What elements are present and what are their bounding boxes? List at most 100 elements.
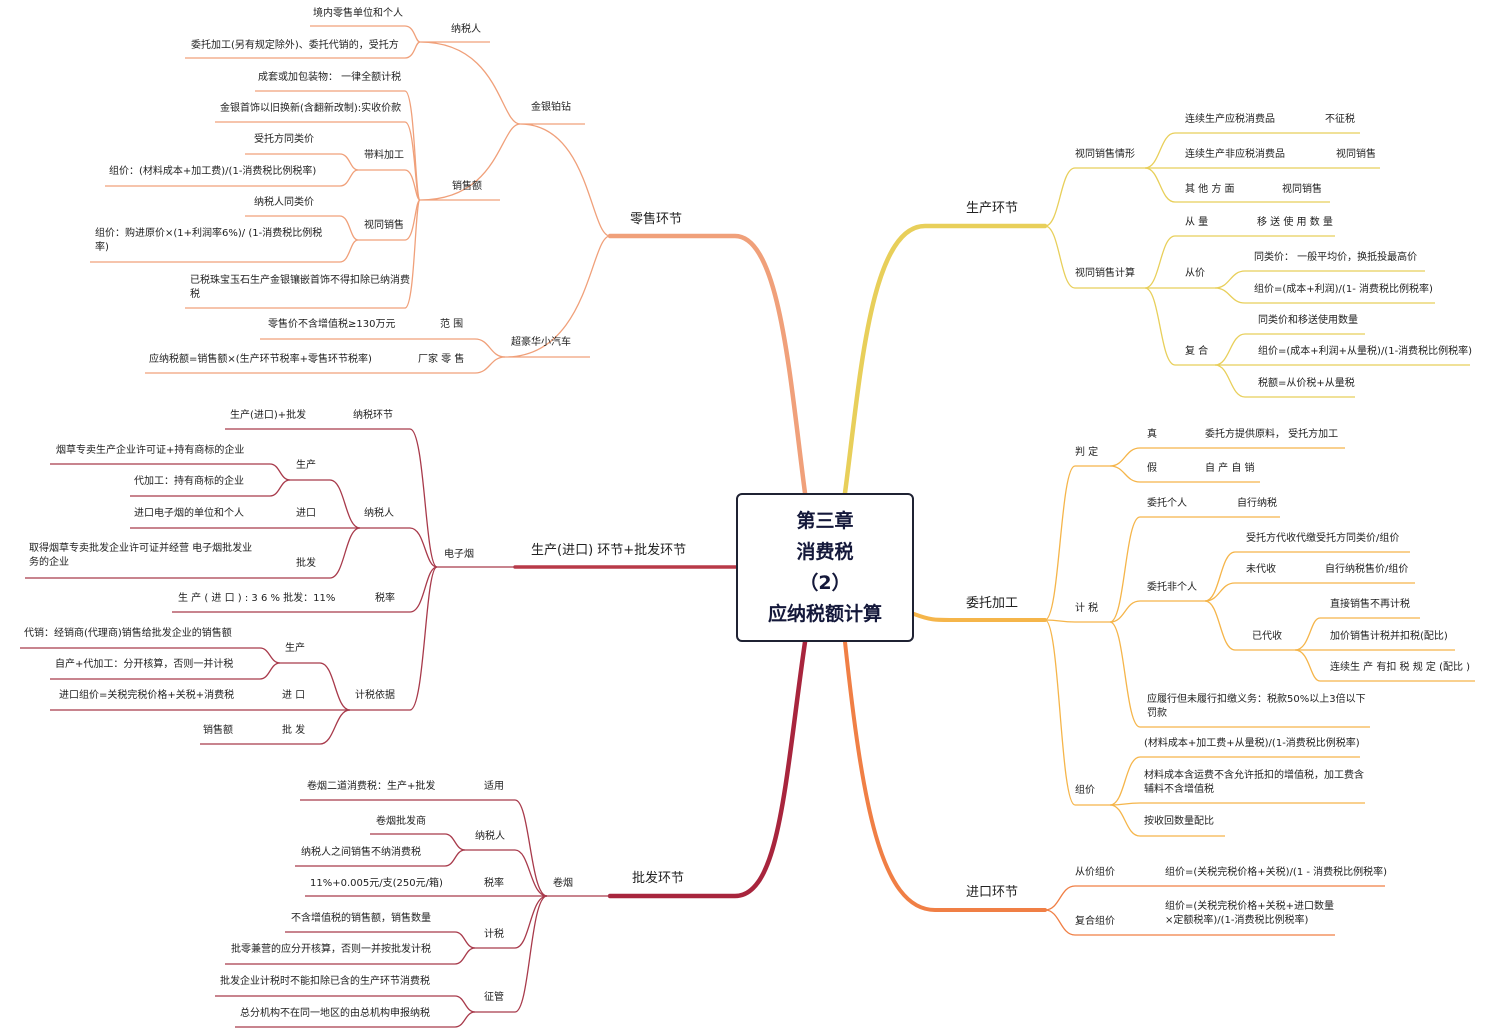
- node-ecig-bwhs[interactable]: 批 发: [282, 725, 306, 736]
- leaf-car-maker[interactable]: 应纳税额=销售额×(生产环节税率+零售环节税率): [149, 354, 372, 365]
- node-ecig-imp[interactable]: 进口: [296, 508, 316, 519]
- leaf-judge-true[interactable]: 委托方提供原料， 受托方加工: [1205, 429, 1339, 440]
- leaf-car-scope[interactable]: 零售价不含增值税≥130万元: [268, 319, 396, 330]
- leaf-ecig-rate[interactable]: 生 产 ( 进 口 ) : 3 6 % 批发：11%: [178, 593, 336, 604]
- leaf-prod-d3[interactable]: 其 他 方 面: [1185, 184, 1235, 195]
- node-gold[interactable]: 金银铂钻: [531, 102, 571, 113]
- leaf-prod-adv1[interactable]: 同类价： 一般平均价，换抵投最高价: [1254, 252, 1418, 263]
- node-ecig-basis[interactable]: 计税依据: [355, 690, 395, 701]
- node-import-adv[interactable]: 从价组价: [1075, 867, 1115, 878]
- branch-ecig[interactable]: 生产(进口) 环节+批发环节: [531, 543, 687, 558]
- leaf-ws-rate[interactable]: 11%+0.005元/支(250元/箱): [310, 878, 443, 889]
- branch-commission[interactable]: 委托加工: [966, 596, 1019, 611]
- node-comm-not[interactable]: 未代收: [1246, 564, 1276, 575]
- node-judge-true[interactable]: 真: [1147, 429, 1157, 440]
- leaf-retail-deemed-1[interactable]: 纳税人同类价: [254, 197, 314, 208]
- leaf-ecig-bi1[interactable]: 进口组价=关税完税价格+关税+消费税: [59, 690, 235, 701]
- node-ecig-bimp[interactable]: 进 口: [282, 690, 306, 701]
- node-prod-mix[interactable]: 复 合: [1185, 346, 1209, 357]
- node-ws-apply[interactable]: 适用: [484, 781, 504, 792]
- leaf-prod-mix3[interactable]: 税额=从价税+从量税: [1258, 378, 1355, 389]
- node-prod-deemed[interactable]: 视同销售情形: [1075, 149, 1135, 160]
- leaf-ecig-stage[interactable]: 生产(进口)+批发: [230, 410, 307, 421]
- leaf-comm-p3[interactable]: 按收回数量配比: [1144, 816, 1214, 827]
- leaf-prod-d2[interactable]: 连续生产非应税消费品: [1185, 149, 1285, 160]
- node-ws-taxpayer[interactable]: 纳税人: [475, 831, 505, 842]
- leaf-import-mix[interactable]: 组价=(关税完税价格+关税+进口数量 ×定额税率)/(1-消费税比例税率): [1165, 901, 1335, 926]
- node-retail-deemed[interactable]: 视同销售: [364, 220, 404, 231]
- node-car-scope[interactable]: 范 围: [440, 319, 464, 330]
- leaf-ecig-prod1[interactable]: 烟草专卖生产企业许可证+持有商标的企业: [56, 445, 245, 456]
- leaf-comm-penalty[interactable]: 应履行但未履行扣缴义务：税款50%以上3倍以下罚款: [1147, 694, 1366, 719]
- node-ecig-stage[interactable]: 纳税环节: [353, 410, 393, 421]
- leaf-ws-tp2[interactable]: 纳税人之间销售不纳消费税: [301, 847, 421, 858]
- leaf-ws-a1[interactable]: 批发企业计税时不能扣除已含的生产环节消费税: [220, 976, 430, 987]
- leaf-ecig-imp1[interactable]: 进口电子烟的单位和个人: [134, 508, 244, 519]
- leaf-comm-done2[interactable]: 加价销售计税并扣税(配比): [1330, 631, 1448, 642]
- leaf-judge-false[interactable]: 自 产 自 销: [1205, 463, 1255, 474]
- node-judge[interactable]: 判 定: [1075, 447, 1099, 458]
- leaf-prod-d3v[interactable]: 视同销售: [1282, 184, 1322, 195]
- leaf-ws-c1[interactable]: 不含增值税的销售额，销售数量: [291, 913, 431, 924]
- node-comm-calc[interactable]: 计 税: [1075, 603, 1099, 614]
- node-cigarette[interactable]: 卷烟: [553, 878, 573, 889]
- node-judge-false[interactable]: 假: [1147, 463, 1157, 474]
- leaf-ecig-bw1[interactable]: 销售额: [203, 725, 233, 736]
- leaf-comm-n1[interactable]: 受托方代收代缴受托方同类价/组价: [1246, 533, 1400, 544]
- leaf-comm-indiv[interactable]: 自行纳税: [1237, 498, 1277, 509]
- central-topic[interactable]: 第三章 消费税 （2） 应纳税额计算: [736, 493, 914, 642]
- node-ecig[interactable]: 电子烟: [444, 549, 474, 560]
- node-ws-calc[interactable]: 计税: [484, 929, 504, 940]
- node-ecig-whs[interactable]: 批发: [296, 558, 316, 569]
- branch-wholesale[interactable]: 批发环节: [632, 871, 685, 886]
- leaf-prod-d1v[interactable]: 不征税: [1325, 114, 1355, 125]
- node-comm-done[interactable]: 已代收: [1252, 631, 1282, 642]
- leaf-prod-mix2[interactable]: 组价=(成本+利润+从量税)/(1-消费税比例税率): [1258, 346, 1473, 357]
- leaf-prod-d2v[interactable]: 视同销售: [1336, 149, 1376, 160]
- leaf-ws-tp1[interactable]: 卷烟批发商: [376, 816, 426, 827]
- node-comm-price[interactable]: 组价: [1075, 785, 1095, 796]
- node-car-maker[interactable]: 厂家 零 售: [418, 354, 465, 365]
- node-retail-taxpayer[interactable]: 纳税人: [451, 24, 481, 35]
- node-super-car[interactable]: 超豪华小汽车: [511, 337, 571, 348]
- leaf-comm-done3[interactable]: 连续生 产 有扣 税 规 定 (配比 ): [1330, 662, 1471, 673]
- node-ws-admin[interactable]: 征管: [484, 992, 504, 1003]
- leaf-retail-s2[interactable]: 金银首饰以旧换新(含翻新改制):实收价款: [220, 103, 402, 114]
- leaf-ecig-whs1[interactable]: 取得烟草专卖批发企业许可证并经营 电子烟批发业务的企业: [29, 543, 253, 568]
- node-ws-rate[interactable]: 税率: [484, 878, 504, 889]
- node-ecig-taxpayer[interactable]: 纳税人: [364, 508, 394, 519]
- leaf-supply-2[interactable]: 组价：(材料成本+加工费)/(1-消费税比例税率): [109, 166, 317, 177]
- node-ecig-prod[interactable]: 生产: [296, 460, 316, 471]
- leaf-retail-tp2[interactable]: 委托加工(另有规定除外)、委托代销的，受托方: [191, 40, 399, 51]
- node-import-mix[interactable]: 复合组价: [1075, 916, 1115, 927]
- leaf-prod-d1[interactable]: 连续生产应税消费品: [1185, 114, 1275, 125]
- leaf-retail-deemed-2[interactable]: 组价：购进原价×(1+利润率6%)/ (1-消费税比例税率): [95, 228, 323, 253]
- leaf-comm-p1[interactable]: (材料成本+加工费+从量税)/(1-消费税比例税率): [1144, 738, 1360, 749]
- leaf-ws-a2[interactable]: 总分机构不在同一地区的由总机构申报纳税: [240, 1008, 430, 1019]
- branch-import[interactable]: 进口环节: [966, 885, 1019, 900]
- leaf-comm-p2[interactable]: 材料成本含运费不含允许抵扣的增值税，加工费含辅料不含增值税: [1144, 770, 1364, 795]
- branch-production[interactable]: 生产环节: [966, 201, 1019, 216]
- node-prod-calc[interactable]: 视同销售计算: [1075, 268, 1135, 279]
- leaf-supply-1[interactable]: 受托方同类价: [254, 134, 314, 145]
- node-comm-indiv[interactable]: 委托个人: [1147, 498, 1187, 509]
- node-comm-nonindiv[interactable]: 委托非个人: [1147, 582, 1197, 593]
- leaf-ws-apply[interactable]: 卷烟二道消费税：生产+批发: [307, 781, 436, 792]
- leaf-import-adv[interactable]: 组价=(关税完税价格+关税)/(1 - 消费税比例税率): [1165, 867, 1388, 878]
- leaf-prod-mix1[interactable]: 同类价和移送使用数量: [1258, 315, 1358, 326]
- leaf-ecig-bp1[interactable]: 代销：经销商(代理商)销售给批发企业的销售额: [24, 628, 232, 639]
- leaf-retail-tp1[interactable]: 境内零售单位和个人: [313, 8, 403, 19]
- leaf-comm-done1[interactable]: 直接销售不再计税: [1330, 599, 1410, 610]
- leaf-ecig-prod2[interactable]: 代加工：持有商标的企业: [134, 476, 244, 487]
- node-prod-adv[interactable]: 从价: [1185, 268, 1205, 279]
- leaf-ws-c2[interactable]: 批零兼营的应分开核算，否则一并按批发计税: [231, 944, 431, 955]
- node-supply-process[interactable]: 带料加工: [364, 150, 404, 161]
- node-retail-sales[interactable]: 销售额: [452, 181, 482, 192]
- leaf-retail-s1[interactable]: 成套或加包装物： 一律全额计税: [258, 72, 402, 83]
- leaf-retail-s3[interactable]: 已税珠宝玉石生产金银镶嵌首饰不得扣除已纳消费税: [190, 275, 410, 300]
- node-ecig-bprod[interactable]: 生产: [285, 643, 305, 654]
- node-prod-qty[interactable]: 从 量: [1185, 217, 1209, 228]
- leaf-prod-adv2[interactable]: 组价=(成本+利润)/(1- 消费税比例税率): [1254, 284, 1433, 295]
- leaf-prod-qty[interactable]: 移 送 使 用 数 量: [1257, 217, 1333, 228]
- branch-retail[interactable]: 零售环节: [630, 212, 683, 227]
